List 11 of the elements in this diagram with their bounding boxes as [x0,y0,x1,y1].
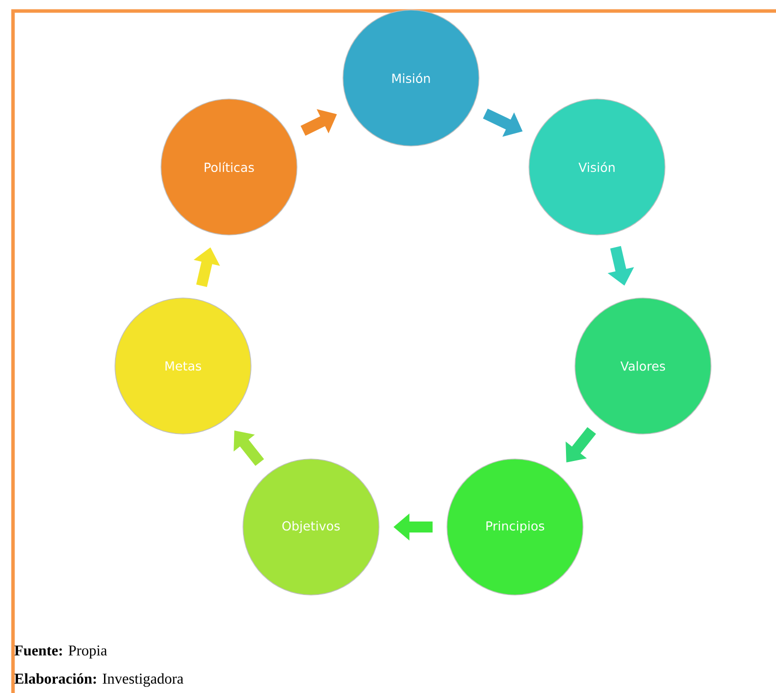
circle-node: Metas [114,298,252,434]
circle-node: Principios [446,458,584,596]
circle-node: Políticas [160,98,298,236]
circle-node: Visión [528,98,666,236]
block-arrow [234,430,264,466]
block-arrow [566,427,596,462]
source-note: Elaboración: Investigadora [14,673,184,687]
circle-node: Misión [342,10,480,146]
source-note: Fuente: Propia [14,645,107,659]
circle-node: Valores [574,298,712,434]
circle-node: Objetivos [242,458,380,596]
